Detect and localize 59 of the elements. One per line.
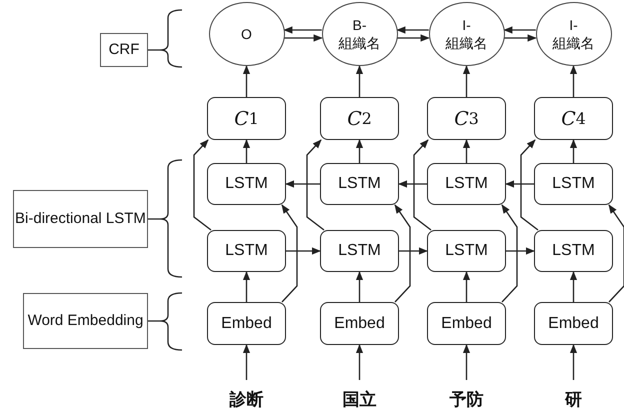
embed-box: Embed	[207, 302, 286, 345]
arrow	[399, 247, 428, 255]
input-word: 国立	[320, 386, 399, 412]
arrow	[356, 139, 364, 163]
tag-ellipse: I-組織名	[428, 2, 504, 66]
arrow	[242, 271, 250, 302]
arrow	[242, 344, 250, 380]
arrow	[242, 65, 250, 97]
arrow	[356, 271, 364, 302]
arrow	[462, 139, 470, 163]
arrow	[396, 26, 429, 34]
arrow	[570, 344, 578, 380]
arrow	[356, 344, 364, 380]
layer-label-box: CRF	[100, 33, 148, 67]
arrow	[394, 204, 411, 302]
input-word: 研	[534, 386, 613, 412]
lstm-box: LSTM	[320, 230, 399, 272]
tag-ellipse: I-組織名	[536, 2, 612, 66]
arrow	[413, 139, 432, 231]
arrow	[504, 34, 537, 42]
input-word: 予防	[427, 386, 506, 412]
arrow	[462, 344, 470, 380]
layer-label-box: Bi-directional LSTM	[13, 190, 148, 248]
lstm-box: LSTM	[427, 230, 506, 272]
arrow	[356, 65, 364, 97]
arrow	[608, 204, 624, 302]
lstm-box: LSTM	[534, 230, 613, 272]
lstm-box: LSTM	[534, 163, 613, 205]
arrow	[286, 247, 321, 255]
arrow	[398, 180, 427, 188]
arrow	[284, 34, 323, 42]
arrow	[570, 139, 578, 163]
layer-label-box: Word Embedding	[23, 293, 148, 349]
arrow	[503, 26, 536, 34]
arrow	[506, 247, 535, 255]
lstm-box: LSTM	[207, 163, 286, 205]
arrow	[281, 204, 298, 302]
embed-box: Embed	[427, 302, 506, 345]
lstm-box: LSTM	[320, 163, 399, 205]
arrow	[285, 180, 320, 188]
arrow	[193, 139, 212, 231]
arrow	[283, 26, 322, 34]
lstm-box: LSTM	[427, 163, 506, 205]
arrow	[570, 271, 578, 302]
lstm-box: LSTM	[207, 230, 286, 272]
input-word: 診断	[207, 386, 286, 412]
tag-ellipse: B-組織名	[322, 2, 398, 66]
embed-box: Embed	[534, 302, 613, 345]
tag-ellipse: O	[208, 2, 284, 66]
arrow	[520, 139, 538, 231]
arrow	[306, 139, 324, 231]
arrow	[462, 65, 470, 97]
arrow	[397, 34, 430, 42]
arrow	[242, 139, 250, 163]
arrow	[501, 204, 518, 302]
arrow	[462, 271, 470, 302]
arrow	[505, 180, 534, 188]
embed-box: Embed	[320, 302, 399, 345]
arrow	[570, 65, 578, 97]
